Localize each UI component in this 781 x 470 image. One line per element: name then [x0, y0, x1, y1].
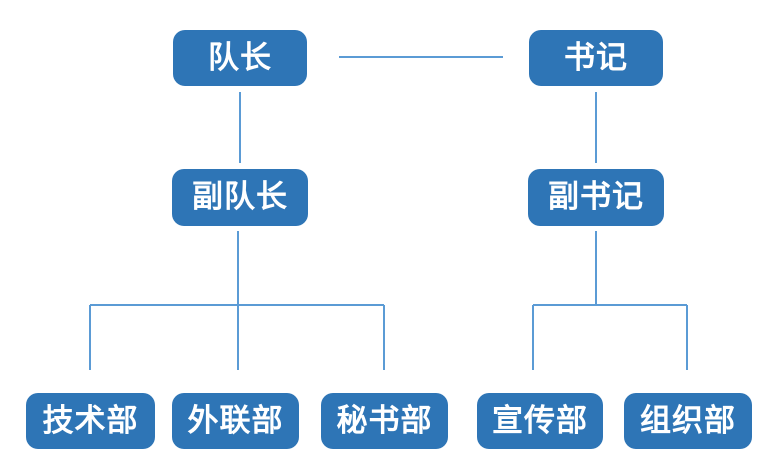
org-node-organization-dept: 组织部 — [624, 393, 752, 449]
org-node-secretariat-dept: 秘书部 — [321, 393, 448, 449]
org-node-tech-dept: 技术部 — [26, 393, 155, 449]
connector-line-left-bus-bar — [90, 303, 384, 307]
connector-line-right-bus-bar — [533, 303, 687, 307]
org-node-vice-captain: 副队长 — [172, 169, 308, 226]
connector-line-secretary-to-vice — [594, 92, 598, 163]
org-node-outreach-dept: 外联部 — [172, 393, 299, 449]
connector-line-peer-link-top — [339, 55, 503, 59]
connector-line-captain-to-vice — [238, 92, 242, 163]
org-node-secretary: 书记 — [529, 30, 663, 86]
connector-line-drop-tech — [88, 305, 92, 370]
connector-line-drop-organization — [685, 305, 689, 370]
org-node-vice-secretary: 副书记 — [528, 169, 664, 226]
connector-line-drop-secretariat — [382, 305, 386, 370]
connector-line-vice-secretary-stem — [594, 231, 598, 305]
org-node-publicity-dept: 宣传部 — [477, 393, 603, 449]
connector-line-drop-publicity — [531, 305, 535, 370]
org-node-captain: 队长 — [173, 30, 307, 86]
connector-line-vice-captain-stem — [236, 231, 240, 370]
